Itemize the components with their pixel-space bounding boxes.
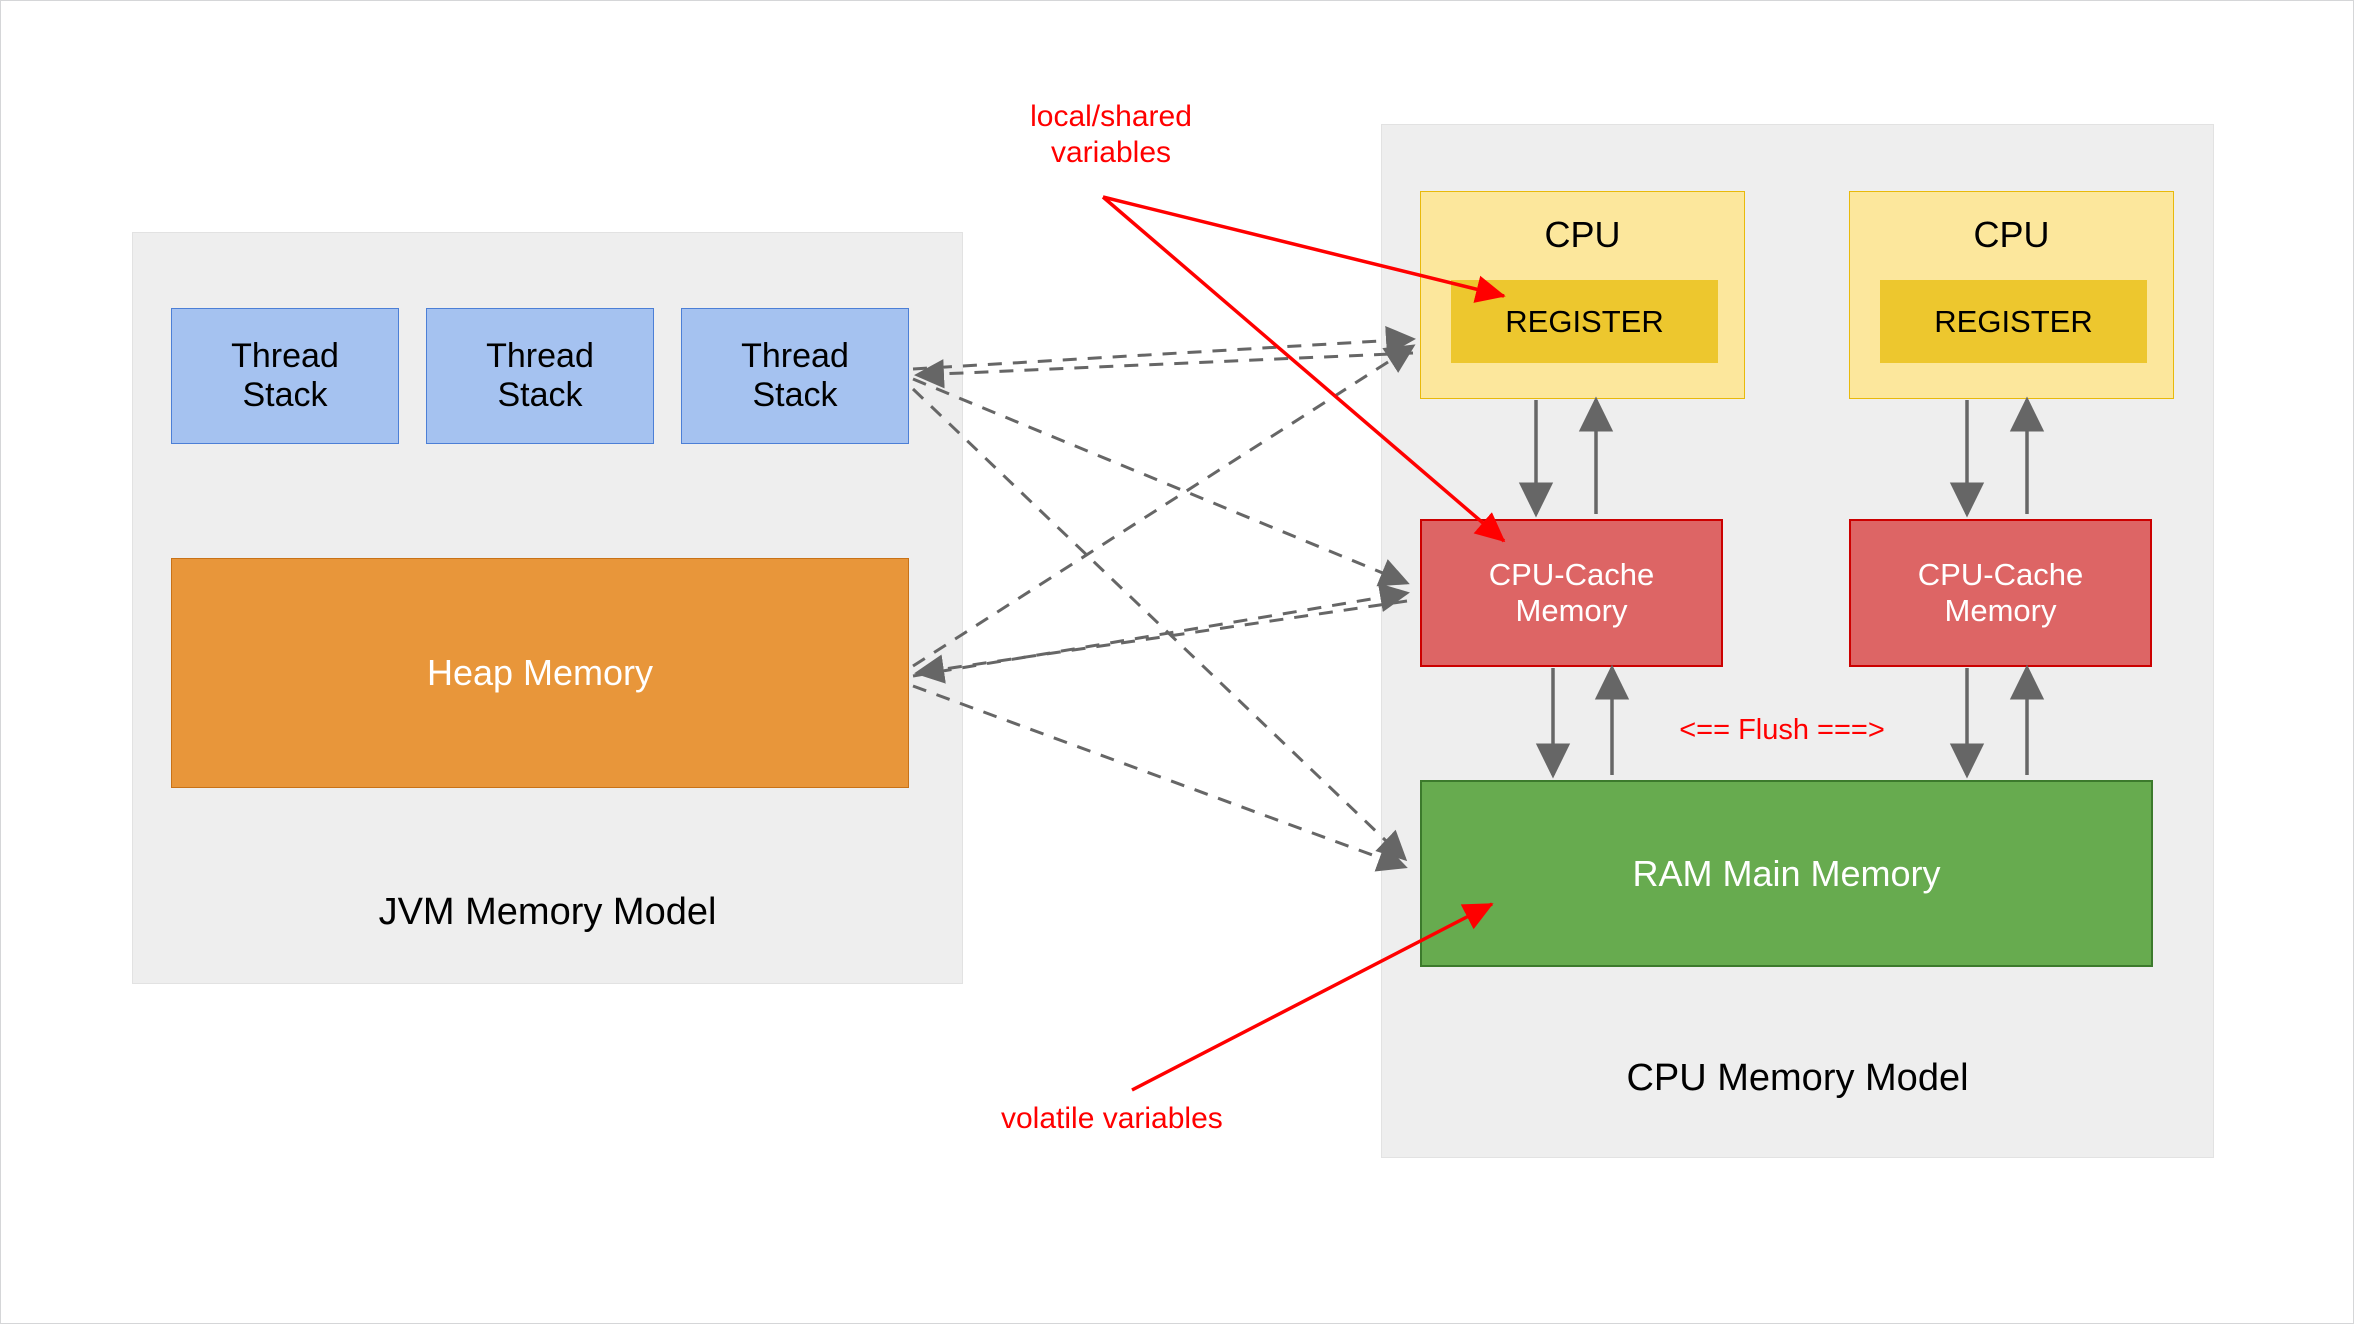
cpu-cache-memory-box-1[interactable]: CPU-Cache Memory bbox=[1420, 519, 1723, 667]
edge-cache-to-heap bbox=[914, 599, 1408, 684]
cpu-label-1: CPU bbox=[1544, 214, 1621, 255]
annotation-local-shared-variables: local/shared variables bbox=[1030, 100, 1192, 169]
edge-heap-to-register bbox=[912, 344, 1416, 668]
edge-register-to-threadstack bbox=[914, 351, 1414, 389]
cpu-label-2: CPU bbox=[1973, 214, 2050, 255]
edge-threadstack-to-register bbox=[912, 325, 1416, 371]
edge-threadstack-to-cache bbox=[912, 377, 1410, 587]
cpu-cache-memory-box-2[interactable]: CPU-Cache Memory bbox=[1849, 519, 2152, 667]
register-box-2[interactable]: REGISTER bbox=[1880, 280, 2147, 363]
cpu-box-1[interactable]: CPU REGISTER bbox=[1420, 191, 1745, 399]
ram-main-memory-box[interactable]: RAM Main Memory bbox=[1420, 780, 2153, 967]
cpu-panel-title: CPU Memory Model bbox=[1626, 1057, 1969, 1099]
cpu-box-2[interactable]: CPU REGISTER bbox=[1849, 191, 2174, 399]
thread-stack-box-2[interactable]: Thread Stack bbox=[426, 308, 654, 444]
edge-threadstack-to-ram bbox=[911, 387, 1408, 862]
annotation-volatile-variables: volatile variables bbox=[1001, 1102, 1223, 1135]
jvm-panel-title: JVM Memory Model bbox=[378, 891, 717, 933]
thread-stack-box-3[interactable]: Thread Stack bbox=[681, 308, 909, 444]
heap-memory-box[interactable]: Heap Memory bbox=[171, 558, 909, 788]
edge-heap-to-ram bbox=[912, 684, 1408, 872]
edge-heap-to-cache bbox=[912, 582, 1410, 678]
register-box-1[interactable]: REGISTER bbox=[1451, 280, 1718, 363]
annotation-flush: <== Flush ===> bbox=[1679, 714, 1885, 746]
thread-stack-box-1[interactable]: Thread Stack bbox=[171, 308, 399, 444]
